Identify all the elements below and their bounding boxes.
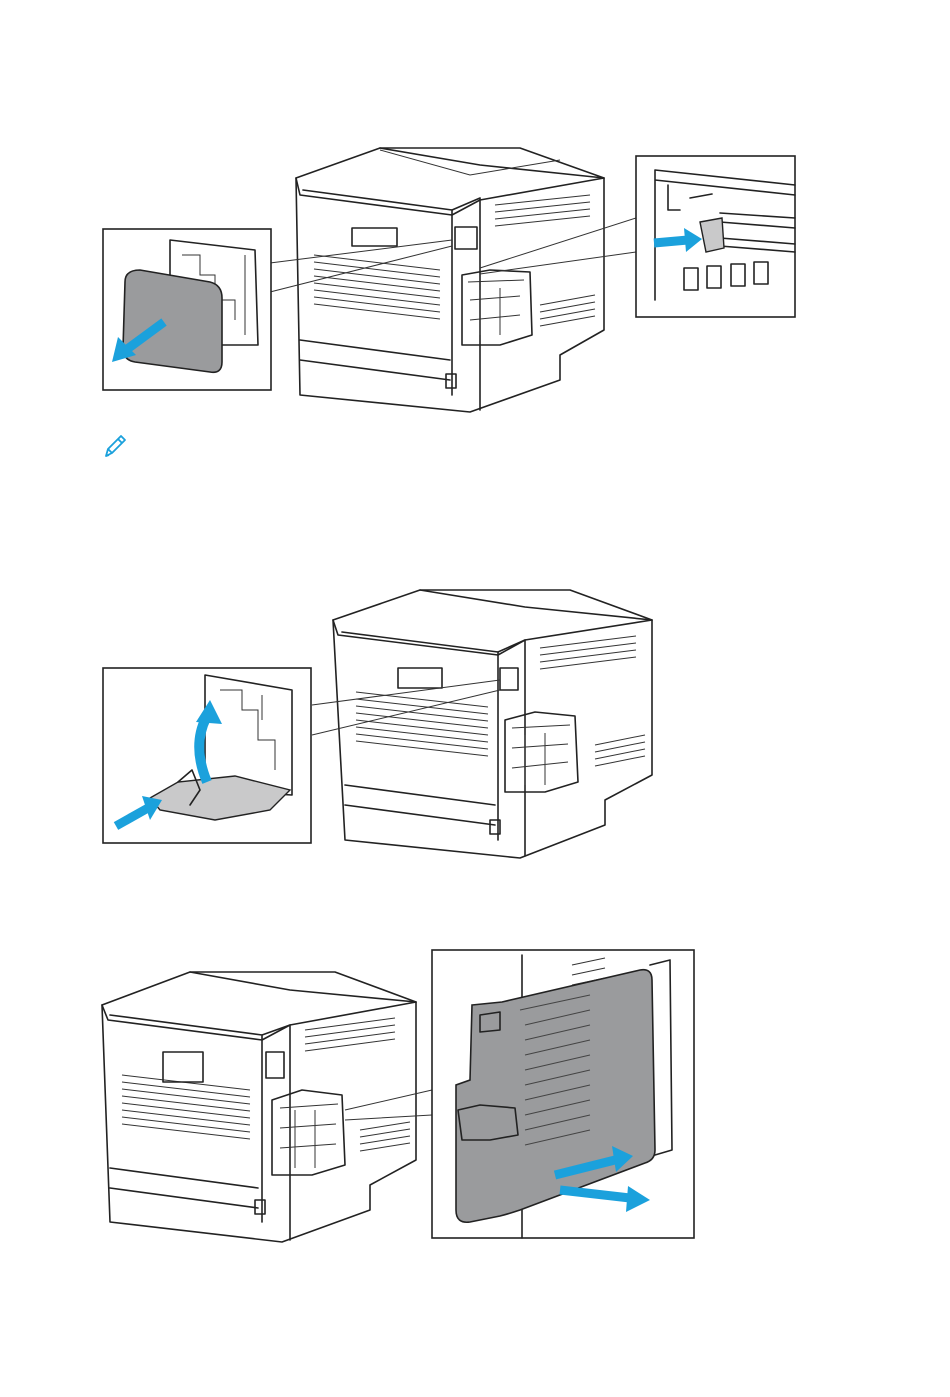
callout-door-with-tab bbox=[103, 668, 500, 843]
figure-2-illustration bbox=[0, 580, 950, 870]
figure-1-illustration bbox=[0, 140, 950, 420]
pencil-note-icon bbox=[100, 430, 130, 460]
printer-body bbox=[333, 590, 652, 858]
printer-body bbox=[102, 972, 416, 1242]
figure-1-printer-rear bbox=[0, 140, 950, 420]
printer-body bbox=[296, 148, 604, 412]
rear-vents bbox=[356, 692, 488, 756]
callout-left-cover-removal bbox=[103, 229, 452, 390]
callout-right-latch bbox=[480, 156, 795, 317]
rear-vents bbox=[122, 1075, 250, 1139]
removed-cover bbox=[123, 270, 222, 372]
callout-side-cover-install bbox=[345, 950, 694, 1238]
figure-2-printer-rear bbox=[0, 580, 950, 870]
figure-3-illustration bbox=[0, 940, 950, 1250]
figure-3-printer-rear bbox=[0, 940, 950, 1250]
